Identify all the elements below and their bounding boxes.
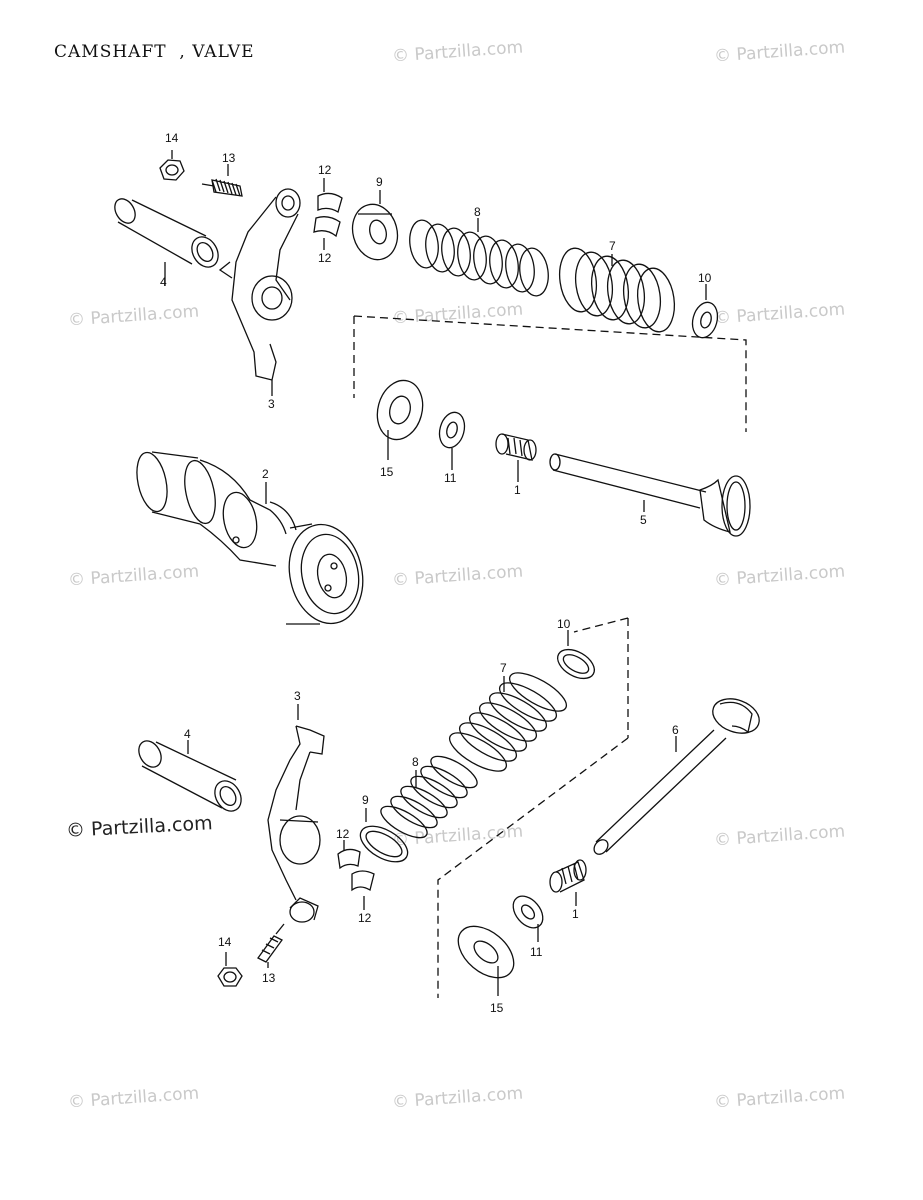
page-title: CAMSHAFT , VALVE — [54, 42, 255, 62]
label-13-bottom: 13 — [262, 971, 276, 985]
part-12-cotters-top — [313, 178, 343, 250]
label-5-valve: 5 — [640, 513, 647, 527]
label-7-bottom: 7 — [500, 661, 507, 675]
label-7-top: 7 — [609, 239, 616, 253]
part-9-retainer-bottom — [359, 808, 409, 863]
label-13-top: 13 — [222, 151, 236, 165]
part-5-valve-top — [549, 453, 751, 537]
part-15-washer-top — [376, 379, 424, 460]
label-1-bottom: 1 — [572, 907, 579, 921]
part-13-screw-top — [201, 164, 243, 197]
part-7-outer-spring-top — [558, 247, 676, 333]
part-1-stem-seal-bottom — [549, 859, 587, 906]
label-4-bottom: 4 — [184, 727, 191, 741]
label-3-top: 3 — [268, 397, 275, 411]
part-14-nut-top — [159, 150, 185, 181]
part-7-outer-spring-bottom — [448, 672, 568, 772]
label-15-top: 15 — [380, 465, 394, 479]
label-14-top: 14 — [165, 131, 179, 145]
part-12-cotters-bottom — [337, 840, 375, 910]
label-12-top-a: 12 — [318, 163, 332, 177]
part-1-stem-seal-top — [495, 433, 537, 482]
part-14-nut-bottom — [217, 952, 243, 987]
part-15-washer-bottom — [457, 925, 515, 996]
label-8-bottom: 8 — [412, 755, 419, 769]
label-6-valve: 6 — [672, 723, 679, 737]
label-1-top: 1 — [514, 483, 521, 497]
part-4-rocker-shaft-top — [114, 198, 219, 286]
part-3-rocker-arm-top — [218, 188, 301, 396]
part-10-spring-seat-bottom — [557, 630, 595, 680]
label-12-bottom-b: 12 — [358, 911, 372, 925]
part-3-rocker-arm-bottom — [267, 704, 325, 923]
label-11-bottom: 11 — [530, 945, 543, 959]
label-11-top: 11 — [444, 471, 457, 485]
dashed-group-box-bottom — [437, 617, 629, 998]
label-14-bottom: 14 — [218, 935, 232, 949]
label-8-top: 8 — [474, 205, 481, 219]
label-12-top-b: 12 — [318, 251, 332, 265]
label-10-bottom: 10 — [557, 617, 571, 631]
label-9-bottom: 9 — [362, 793, 369, 807]
part-11-washer-top — [438, 411, 466, 470]
label-15-bottom: 15 — [490, 1001, 504, 1015]
part-13-screw-bottom — [257, 923, 285, 968]
dashed-group-box-top — [353, 315, 747, 432]
label-9-top: 9 — [376, 175, 383, 189]
label-4-top: 4 — [160, 275, 167, 289]
label-3-bottom: 3 — [294, 689, 301, 703]
part-10-spring-seat-top — [691, 284, 719, 339]
label-2-camshaft: 2 — [262, 467, 269, 481]
part-8-inner-spring-bottom — [380, 755, 478, 839]
part-8-inner-spring-top — [409, 218, 549, 297]
label-10-top: 10 — [698, 271, 712, 285]
part-9-retainer-top — [351, 190, 399, 261]
label-12-bottom-a: 12 — [336, 827, 350, 841]
part-4-rocker-shaft-bottom — [138, 740, 242, 812]
part-2-camshaft — [136, 451, 364, 625]
part-6-valve-bottom — [593, 698, 760, 855]
part-11-washer-bottom — [512, 895, 544, 942]
